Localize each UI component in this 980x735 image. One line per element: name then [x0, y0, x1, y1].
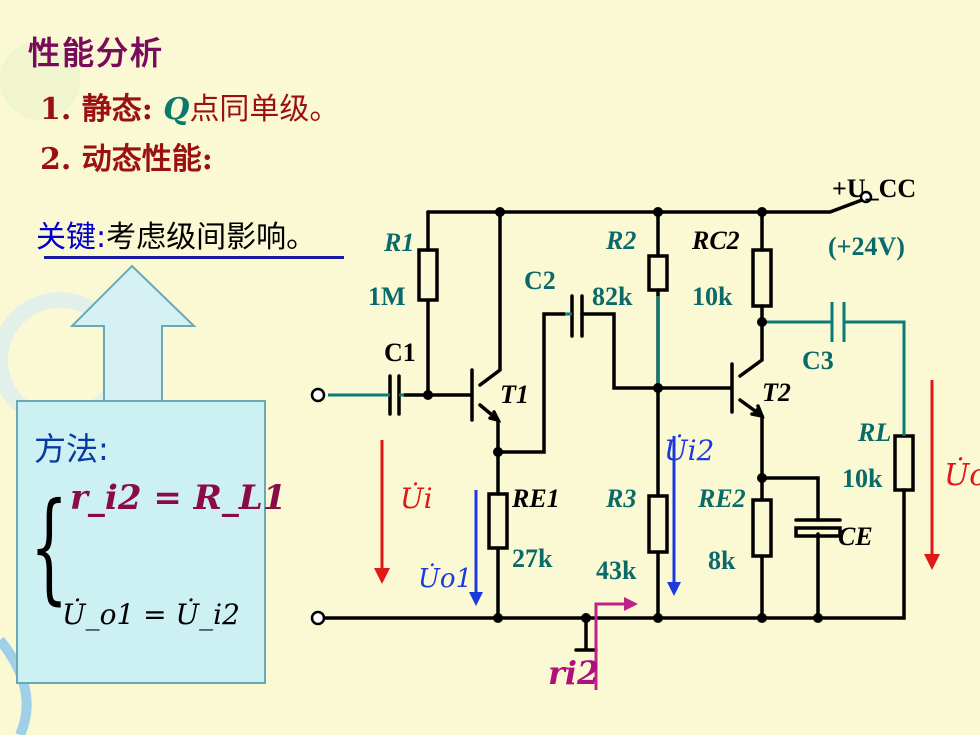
- rl-resistor: [893, 434, 915, 492]
- re1-label: RE1: [512, 484, 560, 513]
- ui2-label: U̇i2: [664, 434, 715, 467]
- re2-resistor: [751, 498, 773, 558]
- line1-rest: 点同单级。: [189, 92, 340, 127]
- rc2-value: 10k: [692, 282, 733, 311]
- method-equation-2: U̇_o1 = U̇_i2: [62, 598, 240, 631]
- method-box: [16, 400, 266, 684]
- re2-value: 8k: [708, 546, 736, 575]
- key-label: 关键: [36, 220, 96, 255]
- t2-label: T2: [762, 378, 791, 407]
- r3-label: R3: [606, 484, 637, 513]
- ui-label: U̇i: [400, 482, 433, 515]
- key-line: 关键:考虑级间影响。: [36, 212, 316, 256]
- re1-value: 27k: [512, 544, 553, 573]
- r1-resistor: [417, 248, 439, 302]
- ucc-value: (+24V): [828, 232, 905, 261]
- ce-capacitor: [794, 526, 842, 538]
- re1-resistor: [487, 492, 509, 550]
- rl-value: 10k: [842, 464, 883, 493]
- r3-resistor: [647, 494, 669, 554]
- r2-label: R2: [606, 226, 637, 255]
- c3-label: C3: [802, 346, 834, 375]
- re2-label: RE2: [698, 484, 746, 513]
- c1-label: C1: [384, 338, 416, 367]
- r2-resistor: [647, 254, 669, 292]
- r2-value: 82k: [592, 282, 633, 311]
- rc2-label: RC2: [692, 226, 740, 255]
- brace-icon: {: [30, 478, 69, 617]
- method-equation-1: r_i2 = R_L1: [70, 478, 287, 518]
- rl-label: RL: [858, 418, 892, 447]
- rc2-resistor: [751, 248, 773, 308]
- slide-title: 性能分析: [28, 34, 165, 72]
- static-analysis-line: 1. 静态: Q点同单级。: [40, 84, 339, 128]
- r1-value: 1M: [368, 282, 406, 311]
- c2-label: C2: [524, 266, 556, 295]
- key-underline: [44, 256, 344, 259]
- r1-label: R1: [384, 228, 415, 257]
- uo-label: U̇o: [944, 458, 980, 493]
- ri2-label: ri2: [548, 654, 600, 692]
- t1-label: T1: [500, 380, 529, 409]
- ground-rail: [322, 488, 906, 620]
- uo1-label: U̇o1: [418, 564, 473, 594]
- q-point: Q: [163, 92, 190, 127]
- key-text: 考虑级间影响。: [106, 220, 317, 255]
- ucc-label: +U_CC: [832, 174, 917, 203]
- key-colon: :: [96, 220, 107, 255]
- r3-value: 43k: [596, 556, 637, 585]
- ce-label: CE: [838, 522, 873, 551]
- method-label: 方法:: [34, 430, 109, 468]
- line1-prefix: 1. 静态:: [40, 92, 153, 127]
- vcc-rail: [426, 198, 864, 214]
- dynamic-analysis-line: 2. 动态性能:: [40, 142, 213, 177]
